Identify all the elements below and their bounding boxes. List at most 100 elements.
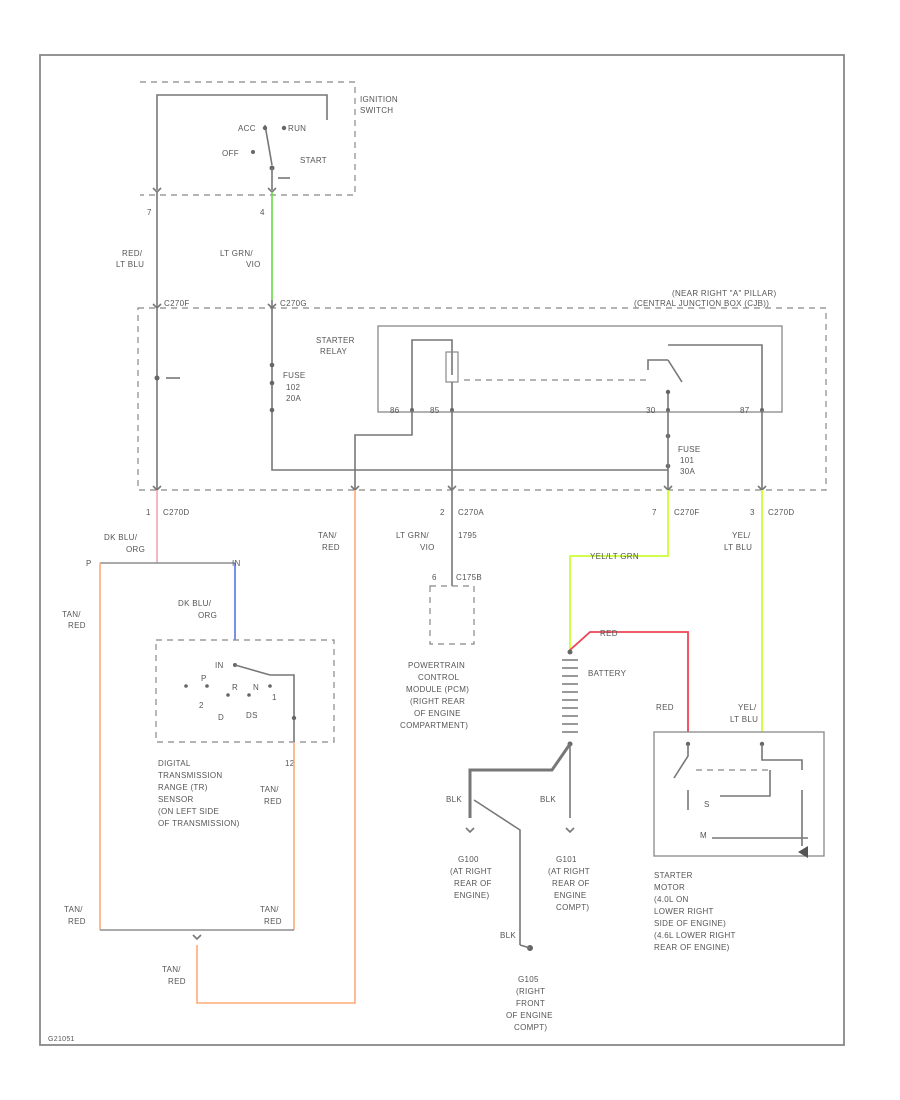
ignition-start: START [300, 156, 327, 165]
g100-label-1: G100 [458, 855, 479, 864]
wire-label-tan-red-10: RED [264, 917, 282, 926]
wire-red-battery-starter [569, 631, 689, 732]
wire-label-tan-red-1: TAN/ [62, 610, 81, 619]
wire-label-tan-red-11: TAN/ [162, 965, 181, 974]
wire-label-dk-blu-org-2: ORG [126, 545, 145, 554]
starter-s: S [704, 800, 710, 809]
starter-label-7: REAR OF ENGINE) [654, 943, 730, 952]
trs-label-ds: DS [246, 711, 258, 720]
fuse-102: FUSE 102 20A [269, 362, 305, 413]
wire-yel-lt-grn [569, 490, 669, 650]
fuse-101-label-3: 30A [680, 467, 695, 476]
pcm-pin-6: 6 [432, 573, 437, 582]
wire-label-tan-red-5: TAN/ [260, 785, 279, 794]
relay-label-1: STARTER [316, 336, 355, 345]
wire-label-lt-grn-vio-1: LT GRN/ [396, 531, 429, 540]
starter-label-1: STARTER [654, 871, 693, 880]
g105-label-5: COMPT) [514, 1023, 547, 1032]
ignition-pin-4: 4 [260, 208, 265, 217]
fuse-101-label-1: FUSE [678, 445, 701, 454]
relay-pin-30: 30 [646, 406, 656, 415]
starter-m: M [700, 831, 707, 840]
wire-blk-g105 [473, 799, 521, 945]
g101-label-4: ENGINE [554, 891, 586, 900]
pcm-label-2: CONTROL [418, 673, 459, 682]
wire-label-tan-red-9: TAN/ [260, 905, 279, 914]
relay-label-2: RELAY [320, 347, 348, 356]
fuse-102-label-2: 102 [286, 383, 300, 392]
wire-label-blk-3: BLK [500, 931, 516, 940]
wire-label-dk-blu-org-4: ORG [198, 611, 217, 620]
fuse-101-label-2: 101 [680, 456, 694, 465]
g100-label-2: (AT RIGHT [450, 867, 492, 876]
wire-number-1795: 1795 [458, 531, 477, 540]
wire-label-dk-blu-org-1: DK BLU/ [104, 533, 138, 542]
g105-label-2: (RIGHT [516, 987, 545, 996]
powertrain-control-module: POWERTRAIN CONTROL MODULE (PCM) (RIGHT R… [400, 585, 475, 730]
wire-label-red-lt-blu-1: RED/ [122, 249, 143, 258]
starter-label-4: LOWER RIGHT [654, 907, 714, 916]
trs-label-p: P [201, 674, 207, 683]
diagram-frame [39, 54, 845, 1046]
trs-label-5: (ON LEFT SIDE [158, 807, 219, 816]
ground-g105: G105 (RIGHT FRONT OF ENGINE COMPT) [506, 975, 552, 1032]
pcm-label-3: MODULE (PCM) [406, 685, 469, 694]
g101-label-2: (AT RIGHT [548, 867, 590, 876]
wire-label-yel-lt-blu-3: YEL/ [738, 703, 757, 712]
ignition-pin-7: 7 [147, 208, 152, 217]
wire-label-tan-red-2: RED [68, 621, 86, 630]
ground-g100: G100 (AT RIGHT REAR OF ENGINE) [450, 855, 492, 900]
trs-label-r: R [232, 683, 238, 692]
trs-label-1: DIGITAL [158, 759, 191, 768]
ignition-switch: IGNITION SWITCH ACC RUN OFF START 7 4 [140, 81, 398, 217]
pcm-label-6: COMPARTMENT) [400, 721, 468, 730]
wire-label-tan-red-12: RED [168, 977, 186, 986]
wire-blk-g100 [468, 743, 572, 818]
wire-label-tan-red-6: RED [264, 797, 282, 806]
wire-label-yel-lt-blu-1: YEL/ [732, 531, 751, 540]
starter-label-2: MOTOR [654, 883, 685, 892]
connector-c270a: C270A [458, 508, 484, 517]
transmission-range-sensor: IN P R N 2 1 D DS DIGITAL TRANSMISSION R… [155, 639, 335, 828]
pin-3-c270d: 3 [750, 508, 755, 517]
connector-c270d-b: C270D [768, 508, 794, 517]
g101-label-3: REAR OF [552, 879, 590, 888]
trs-label-2: TRANSMISSION [158, 771, 223, 780]
ignition-run: RUN [288, 124, 306, 133]
battery-label: BATTERY [588, 669, 627, 678]
ground-g101: G101 (AT RIGHT REAR OF ENGINE COMPT) [548, 855, 590, 912]
starter-label-6: (4.6L LOWER RIGHT [654, 931, 736, 940]
wire-label-yel-lt-blu-4: LT BLU [730, 715, 758, 724]
trs-label-d: D [218, 713, 224, 722]
trs-label-1: 1 [272, 693, 277, 702]
battery: BATTERY [562, 649, 627, 747]
fuse-102-label-3: 20A [286, 394, 301, 403]
ignition-off: OFF [222, 149, 239, 158]
wire-label-blk-1: BLK [446, 795, 462, 804]
wire-label-tan-red-4: RED [322, 543, 340, 552]
wire-label-tan-red-7: TAN/ [64, 905, 83, 914]
wire-label-tan-red-8: RED [68, 917, 86, 926]
trs-label-4: SENSOR [158, 795, 194, 804]
cjb-title-2: (CENTRAL JUNCTION BOX (CJB)) [634, 299, 769, 308]
trs-label-2: 2 [199, 701, 204, 710]
connector-c270f-bottom: C270F [674, 508, 700, 517]
pin-1-c270d: 1 [146, 508, 151, 517]
connector-c270d-a: C270D [163, 508, 189, 517]
central-junction-box: (NEAR RIGHT "A" PILLAR) (CENTRAL JUNCTIO… [137, 289, 827, 491]
pcm-label-4: (RIGHT REAR [410, 697, 465, 706]
wire-label-yel-lt-grn: YEL/LT GRN [590, 552, 639, 561]
g105-label-3: FRONT [516, 999, 545, 1008]
pcm-label-5: OF ENGINE [414, 709, 461, 718]
g100-label-3: REAR OF [454, 879, 492, 888]
g101-label-1: G101 [556, 855, 577, 864]
connector-c270g-top: C270G [280, 299, 307, 308]
trs-pin-in-top: IN [232, 559, 241, 568]
wire-label-lt-grn-vio-2: VIO [420, 543, 435, 552]
cjb-title-1: (NEAR RIGHT "A" PILLAR) [672, 289, 776, 298]
relay-pin-85: 85 [430, 406, 440, 415]
wire-label-lt-grn-1: LT GRN/ [220, 249, 253, 258]
starter-motor: S M STARTER MOTOR (4.0L ON LOWER RIGHT S… [653, 731, 825, 952]
wire-label-yel-lt-blu-2: LT BLU [724, 543, 752, 552]
trs-pin-12: 12 [285, 759, 295, 768]
